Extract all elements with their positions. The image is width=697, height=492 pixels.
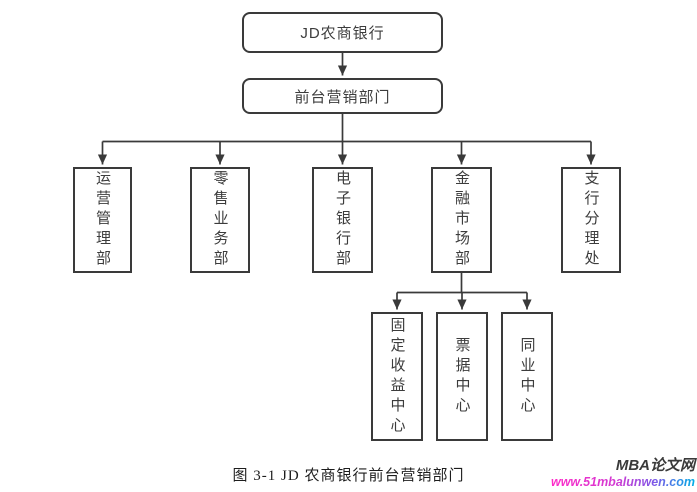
org-node-label: 金融市场部 (453, 170, 470, 270)
org-node-label: 固定收益中心 (388, 316, 406, 437)
org-node-center-interbank: 同业中心 (501, 312, 553, 441)
org-node-label: 零售业务部 (211, 170, 229, 270)
org-node-label: 票据中心 (453, 336, 471, 417)
org-node-center-fixed-income: 固定收益中心 (371, 312, 423, 441)
watermark-site-name: MBA论文网 (615, 457, 695, 475)
org-node-front-office-label: 前台营销部门 (294, 88, 391, 106)
org-node-label: 同业中心 (518, 336, 536, 417)
org-node-label: 支行分理处 (582, 170, 600, 270)
org-node-dept-retail: 零售业务部 (190, 167, 250, 273)
org-node-dept-ebanking: 电子银行部 (312, 167, 373, 273)
watermark-url: www.51mbalunwen.com (550, 474, 695, 489)
org-node-label: 运营管理部 (94, 170, 111, 270)
org-node-label: 电子银行部 (334, 170, 351, 270)
org-node-front-office: 前台营销部门 (242, 78, 443, 114)
org-node-center-bills: 票据中心 (436, 312, 488, 441)
watermark: MBA论文网 www.51mbalunwen.com (551, 457, 695, 489)
org-node-root: JD农商银行 (242, 12, 443, 53)
figure-caption: 图 3-1 JD 农商银行前台营销部门 (232, 468, 465, 484)
org-node-dept-financial-markets: 金融市场部 (431, 167, 492, 273)
org-node-dept-branches: 支行分理处 (561, 167, 621, 273)
org-node-root-label: JD农商银行 (300, 25, 385, 42)
org-node-dept-operations: 运营管理部 (73, 167, 132, 273)
